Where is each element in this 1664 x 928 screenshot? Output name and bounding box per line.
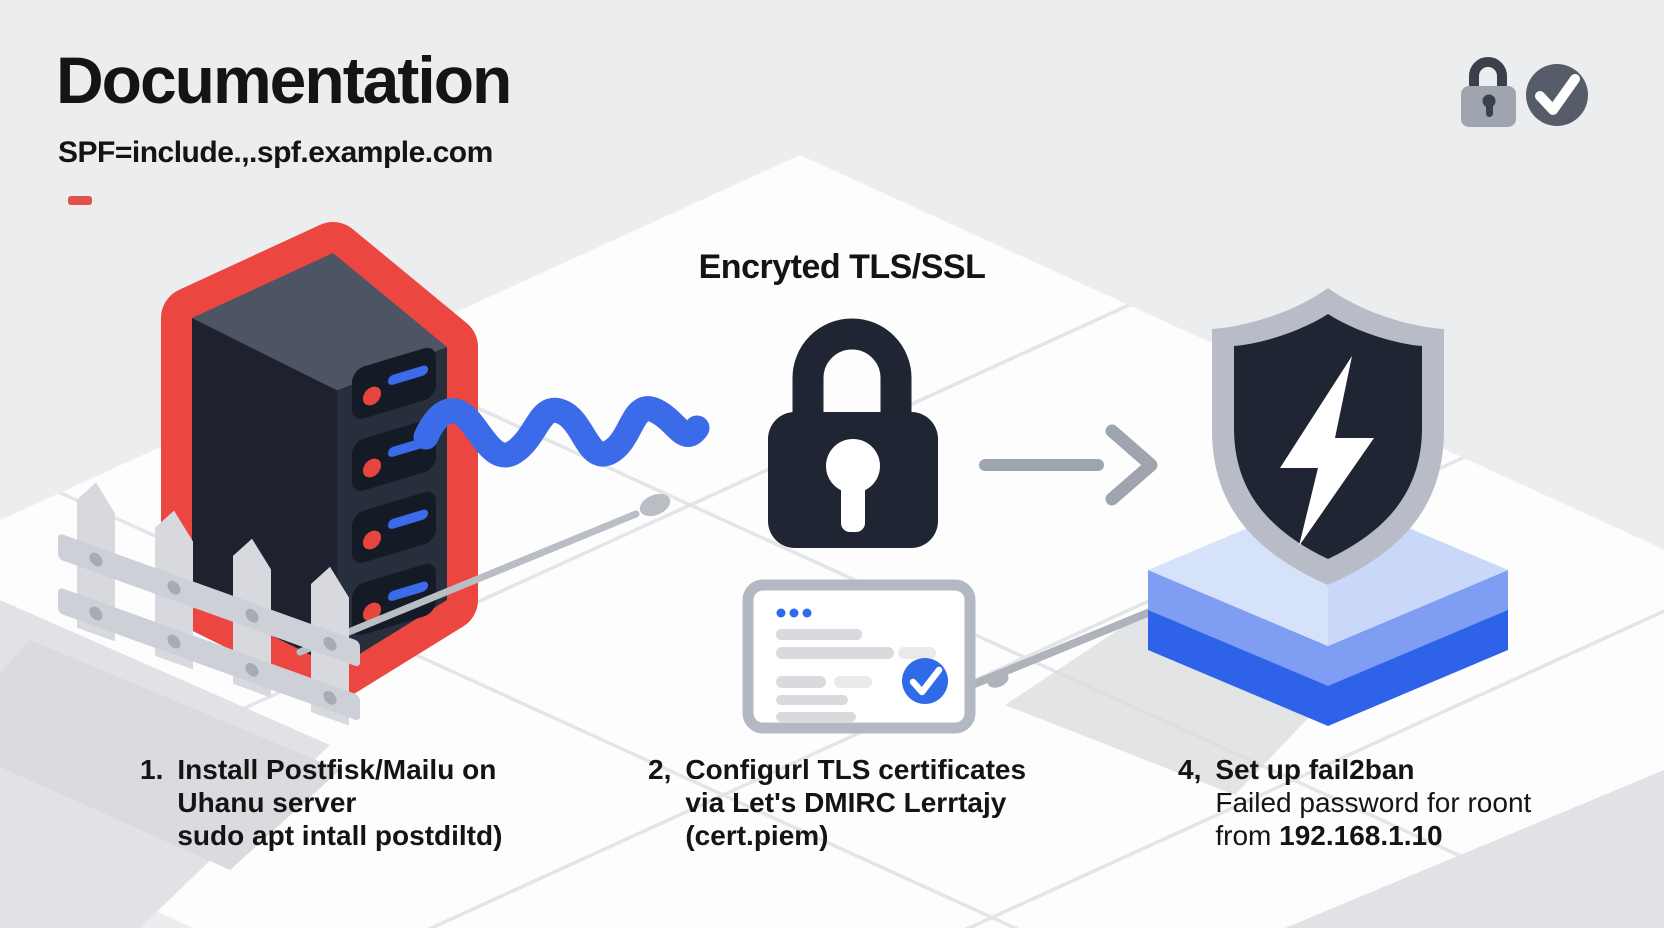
page-title: Documentation [56, 43, 512, 117]
step-3: 4, Set up fail2ban Failed password for r… [1178, 753, 1531, 852]
keyhole [826, 439, 880, 493]
step-1-line-3: sudo apt intall postdiltd) [177, 820, 503, 851]
step-2-number: 2, [648, 754, 672, 785]
corner-shadow-right [1285, 770, 1664, 928]
step-2-line-2: via Let's DMIRC Lerrtajy [685, 787, 1007, 818]
step-1-number: 1. [140, 754, 164, 785]
step-2: 2, Configurl TLS certificates via Let's … [648, 753, 1026, 852]
encryption-label: Encryted TLS/SSL [698, 248, 986, 286]
server-drive-bays [352, 347, 436, 635]
firewall-fence-icon [58, 482, 360, 726]
status-lock-icon [1461, 57, 1516, 127]
step-3-line-2: Failed password for roont [1215, 787, 1532, 818]
platform-shadow [1005, 610, 1330, 795]
step-2-line-1: Configurl TLS certificates [685, 754, 1027, 785]
step-3-line-1: Set up fail2ban [1215, 754, 1415, 785]
step-3-number: 4, [1178, 754, 1202, 785]
flow-arrow-icon [979, 424, 1158, 506]
step-3-line-3-prefix: from [1215, 820, 1272, 851]
certificate-card-icon [742, 579, 976, 734]
fence-shadow [0, 640, 340, 870]
step-2-line-3: (cert.piem) [685, 820, 829, 851]
step-3-ip-address: 192.168.1.10 [1279, 820, 1443, 851]
step-3-line-3: from 192.168.1.10 [1215, 819, 1531, 852]
shield-lightning-icon [1212, 288, 1444, 585]
certificate-connector-line [963, 608, 1154, 691]
step-1-line-1: Install Postfisk/Mailu on [177, 754, 497, 785]
lightning-bolt-icon [1280, 356, 1374, 546]
tls-padlock-icon [768, 318, 938, 548]
red-dash-accent [68, 196, 92, 205]
card-dots [776, 608, 812, 618]
status-check-icon [1526, 64, 1588, 126]
encrypted-wave-connector [413, 396, 710, 468]
step-1: 1. Install Postfisk/Mailu on Uhanu serve… [140, 753, 502, 852]
card-check-icon [902, 658, 948, 704]
step-1-line-2: Uhanu server [177, 787, 357, 818]
fence-nails [89, 552, 337, 705]
card-text-bars [776, 629, 936, 722]
connector-pin-line [296, 493, 671, 656]
spf-record-subtitle: SPF=include.,.spf.example.com [58, 136, 493, 169]
